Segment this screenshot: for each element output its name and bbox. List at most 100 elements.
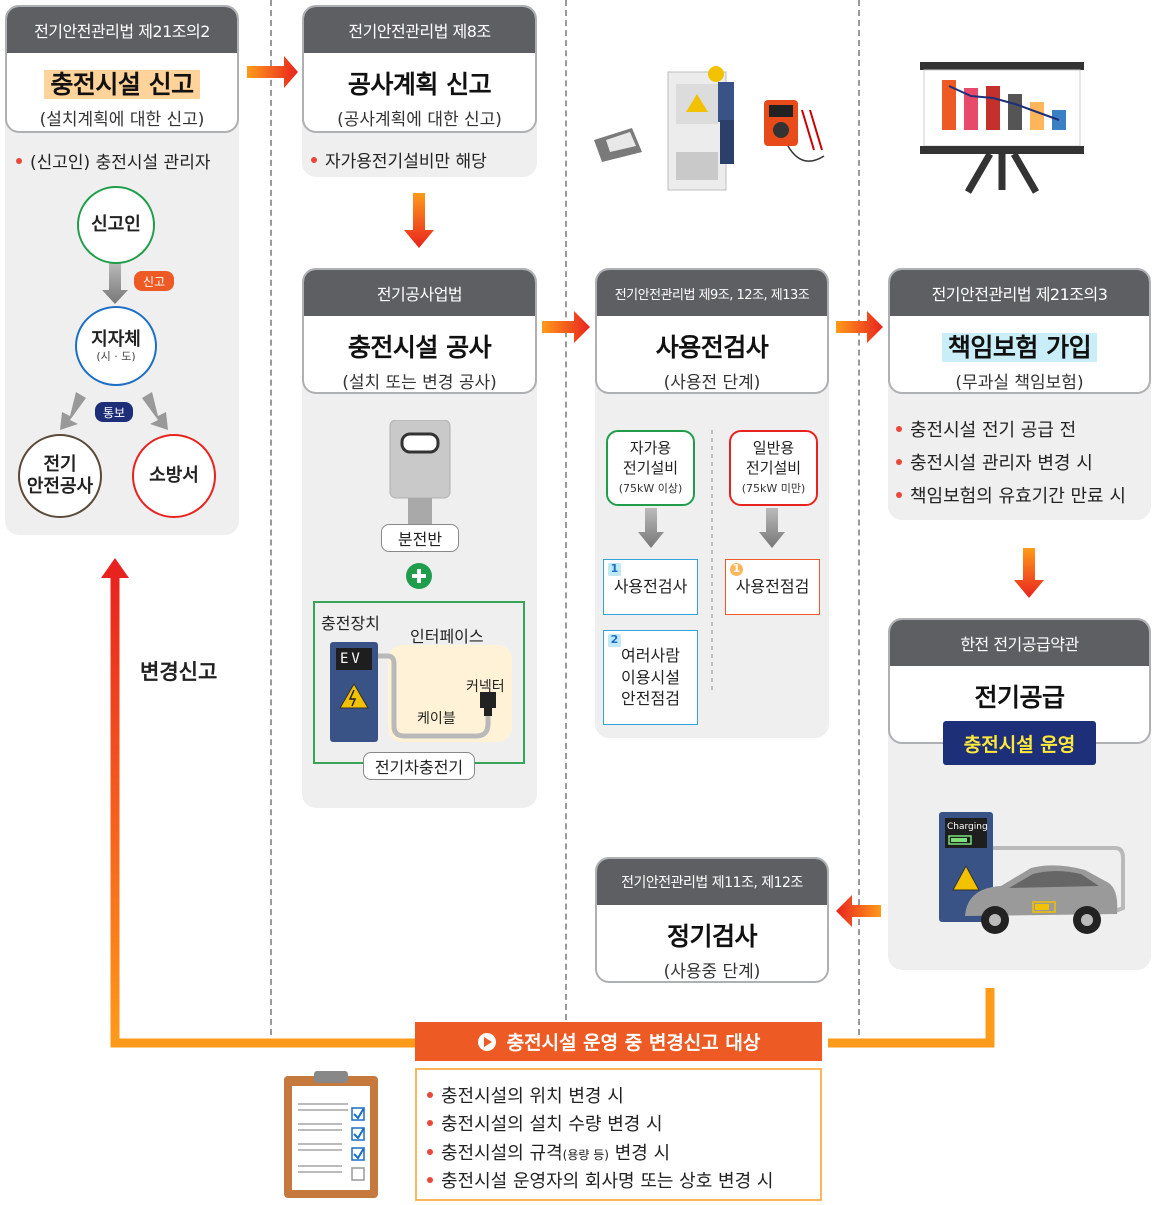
node-label: 소방서 [149, 465, 199, 487]
box-note: (75kW 미만) [741, 482, 806, 496]
box-label: 사용전검사 [613, 577, 688, 597]
list-item: 충전시설의 위치 변경 시 [427, 1082, 624, 1108]
bullet-text: 충전시설 전기 공급 전 [910, 420, 1077, 441]
list-item-text: 충전시설의 위치 변경 시 [441, 1086, 624, 1107]
ev-charger-label: 전기차충전기 [363, 752, 475, 780]
node-sublabel: (시 · 도) [96, 350, 136, 364]
box-line: 안전점검 [621, 689, 680, 709]
box-line: 여러사람 [621, 646, 680, 666]
bullet-text: (신고인) 충전시설 관리자 [30, 153, 211, 173]
change-report-banner: 충전시설 운영 중 변경신고 대상 [415, 1022, 822, 1061]
electrical-equipment-illustration [594, 66, 825, 191]
list-item: 충전시설 운영자의 회사명 또는 상호 변경 시 [427, 1167, 773, 1193]
multi-use-safety-check-box: 2 여러사람 이용시설 안전점검 [603, 630, 698, 725]
bullet-item: 충전시설 전기 공급 전 [896, 416, 1076, 442]
notify-badge: 통보 [95, 402, 133, 422]
box-line: 일반용 [752, 439, 795, 458]
card-power-supply: 한전 전기공급약관 전기공급 [888, 618, 1151, 744]
bullet-dot [896, 459, 902, 465]
cable-label: 케이블 [417, 711, 456, 727]
card-law-header: 전기안전관리법 제11조, 제12조 [597, 859, 827, 905]
bullet-item: 자가용전기설비만 해당 [311, 147, 487, 172]
panelboard-icon [389, 420, 451, 528]
card-pre-use-inspection: 전기안전관리법 제9조, 12조, 제13조 사용전검사 (사용전 단계) [595, 268, 829, 394]
bullet-dot [16, 158, 22, 164]
private-facility-box: 자가용 전기설비 (75kW 이상) [606, 430, 695, 506]
card-title: 공사계획 신고 [347, 70, 492, 99]
node-label: 지자체 [91, 328, 141, 350]
card-law-header: 전기공사업법 [304, 270, 535, 316]
bullet-text: 자가용전기설비만 해당 [325, 152, 487, 172]
column-divider [858, 0, 860, 1035]
bullet-dot [427, 1092, 433, 1098]
card-law-header: 전기안전관리법 제21조의2 [7, 7, 237, 53]
change-report-list [415, 1068, 822, 1201]
clipboard-icon [284, 1071, 378, 1198]
list-item-text: 충전시설의 설치 수량 변경 시 [441, 1114, 663, 1135]
pre-use-inspection-box: 1 사용전검사 [603, 559, 698, 615]
operation-badge: 충전시설 운영 [943, 721, 1096, 765]
card-title-text: 책임보험 가입 [941, 333, 1098, 362]
box-label: 사용전점검 [735, 577, 810, 597]
bullet-dot [427, 1120, 433, 1126]
card-title: 전기공급 [974, 683, 1065, 712]
banner-text: 충전시설 운영 중 변경신고 대상 [506, 1032, 761, 1054]
charging-device-label: 충전장치 [321, 614, 380, 633]
node-label: 신고인 [91, 214, 141, 236]
bullet-dot [896, 426, 902, 432]
card-subtitle: (설치계획에 대한 신고) [39, 110, 205, 130]
list-item: 충전시설의 규격(용량 등) 변경 시 [427, 1139, 670, 1165]
list-item: 충전시설의 설치 수량 변경 시 [427, 1110, 663, 1136]
card-title-text: 충전시설 신고 [44, 70, 200, 99]
card-subtitle: (설치 또는 변경 공사) [342, 373, 497, 393]
card-title: 충전시설 신고 [7, 65, 237, 101]
card-law-header: 전기안전관리법 제9조, 12조, 제13조 [597, 270, 827, 316]
card-charging-facility-report: 전기안전관리법 제21조의2 충전시설 신고 (설치계획에 대한 신고) [5, 5, 239, 133]
general-facility-box: 일반용 전기설비 (75kW 미만) [729, 430, 818, 506]
play-icon [477, 1032, 496, 1051]
interface-label: 인터페이스 [410, 627, 484, 646]
bullet-item: (신고인) 충전시설 관리자 [16, 148, 210, 173]
charging-text: Charging [947, 822, 988, 832]
bullet-text: 책임보험의 유효기간 만료 시 [910, 486, 1126, 507]
box-line: 전기설비 [622, 458, 679, 477]
node-local-government: 지자체 (시 · 도) [75, 306, 157, 386]
card-construction-plan-report: 전기안전관리법 제8조 공사계획 신고 (공사계획에 대한 신고) [302, 5, 537, 133]
bullet-dot [427, 1177, 433, 1183]
bullet-item: 충전시설 관리자 변경 시 [896, 449, 1093, 475]
card-law-header: 한전 전기공급약관 [890, 620, 1149, 666]
box-line: 이용시설 [621, 667, 680, 687]
node-label: 전기 [43, 454, 77, 476]
bullet-dot [896, 492, 902, 498]
step-number: 1 [730, 562, 743, 576]
card-title: 책임보험 가입 [890, 328, 1149, 364]
ev-charging-illustration [939, 812, 1125, 934]
node-electrical-safety-corp: 전기 안전공사 [18, 434, 102, 518]
column-divider [270, 0, 272, 1035]
box-note: (75kW 이상) [618, 482, 683, 496]
change-report-label: 변경신고 [140, 660, 218, 684]
step-number: 1 [608, 562, 621, 576]
card-charging-facility-construction: 전기공사업법 충전시설 공사 (설치 또는 변경 공사) [302, 268, 537, 394]
box-line: 전기설비 [745, 458, 802, 477]
list-item-text: 충전시설의 규격 [441, 1143, 563, 1164]
column-divider [565, 0, 567, 1020]
card-subtitle: (사용중 단계) [663, 962, 761, 982]
bullet-item: 책임보험의 유효기간 만료 시 [896, 482, 1126, 508]
card-title: 정기검사 [666, 922, 758, 951]
bullet-dot [311, 157, 317, 163]
bullet-dot [427, 1149, 433, 1155]
card-subtitle: (무과실 책임보험) [955, 373, 1084, 393]
list-item-text: 충전시설 운영자의 회사명 또는 상호 변경 시 [441, 1171, 774, 1192]
card-title: 사용전검사 [655, 333, 769, 362]
node-reporter: 신고인 [77, 186, 155, 264]
ev-text: EV [340, 651, 363, 667]
bullet-text: 충전시설 관리자 변경 시 [910, 453, 1093, 474]
plus-icon [406, 563, 432, 589]
card-periodic-inspection: 전기안전관리법 제11조, 제12조 정기검사 (사용중 단계) [595, 857, 829, 983]
connector-label: 커넥터 [466, 679, 505, 695]
report-badge: 신고 [134, 271, 174, 291]
list-item-tail: 변경 시 [608, 1143, 671, 1164]
node-label: 안전공사 [26, 476, 94, 497]
